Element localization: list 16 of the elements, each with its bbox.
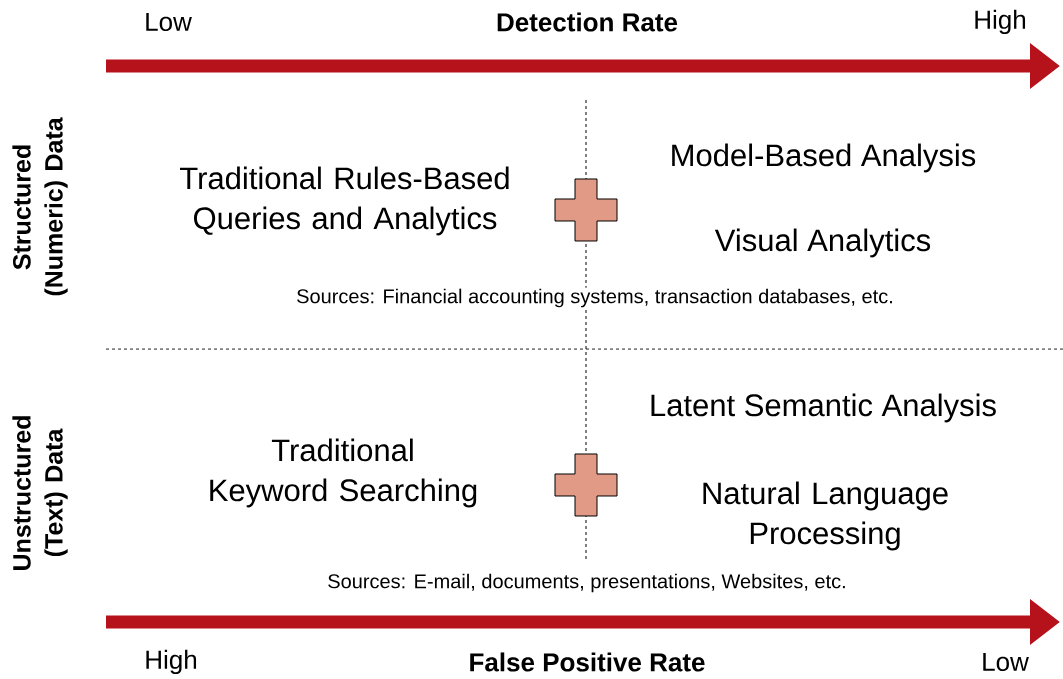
technique-label: Traditional Keyword Searching (210, 438, 477, 508)
row-heading: Unstructured (Text) Data (12, 416, 68, 570)
axis-title: Detection Rate (497, 12, 678, 32)
technique-label: Model-Based Analysis (672, 143, 976, 173)
sources-note: Sources: Financial accounting systems, transaction databases, etc. (295, 287, 895, 309)
axis-end-label: High (146, 649, 197, 675)
axis-end-label: High (975, 9, 1026, 35)
axis-end-label: Low (146, 12, 192, 32)
technique-label: Natural Language Processing (703, 481, 948, 551)
technique-label: Traditional Rules-Based Queries and Analytics (180, 166, 509, 236)
sources-note: Sources: E-mail, documents, presentations, Websites, etc. (326, 572, 848, 594)
row-heading: Structured (Numeric) Data (12, 117, 68, 296)
technique-label: Latent Semantic Analysis (651, 393, 996, 423)
axis-end-label: Low (983, 652, 1029, 672)
axis-title: False Positive Rate (470, 652, 705, 672)
technique-label: Visual Analytics (714, 228, 931, 258)
